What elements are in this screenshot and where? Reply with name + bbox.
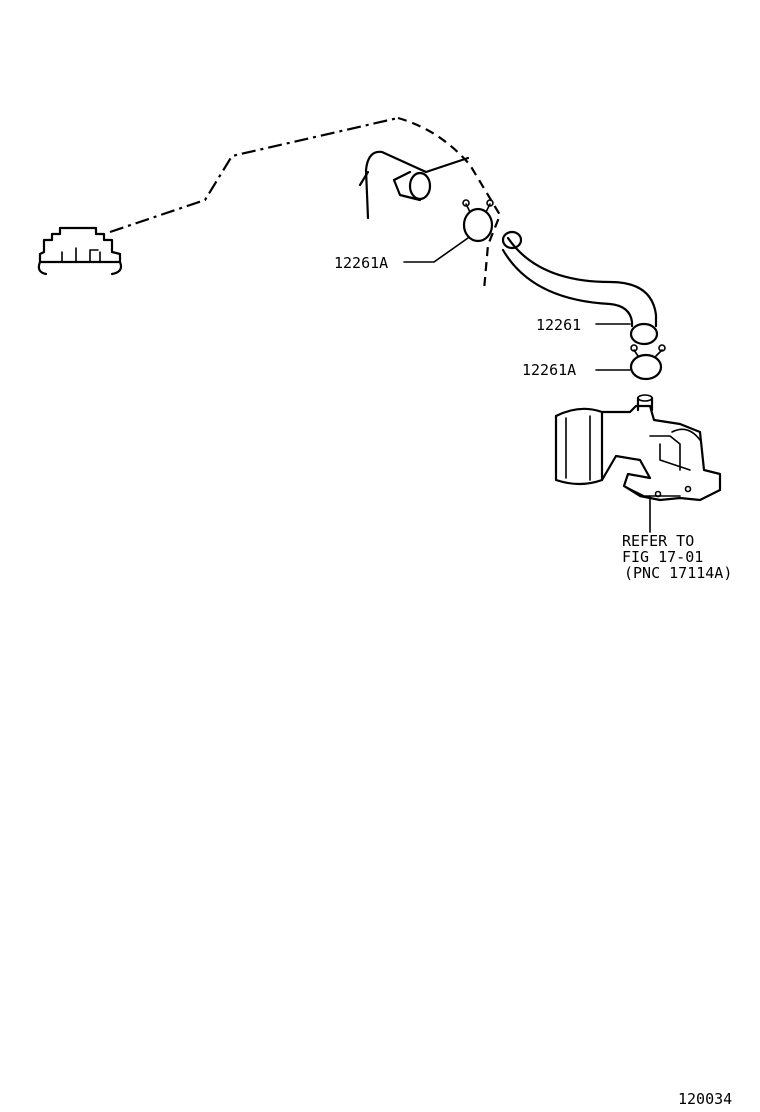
phantom-line: [109, 116, 399, 234]
reference-line-3: (PNC 17114A): [624, 564, 732, 582]
lower-hose-clamp: [629, 344, 666, 381]
radiator-hose: [501, 230, 659, 346]
leader-upper-clamp: [403, 237, 469, 263]
callout-12261A-upper: 12261A: [334, 254, 388, 272]
reference-line-1: REFER TO: [622, 532, 694, 550]
engine-outline: [397, 116, 502, 291]
radiator-cap: [37, 226, 123, 276]
callout-12261: 12261: [536, 316, 581, 334]
reference-line-2: FIG 17-01: [622, 548, 703, 566]
reference-note: REFER TO FIG 17-01 (PNC 17114A): [622, 532, 732, 582]
water-inlet-housing: [554, 394, 722, 502]
callout-12261A-lower: 12261A: [522, 361, 576, 379]
water-outlet-pipe: [358, 150, 470, 220]
diagram-number: 120034: [678, 1090, 732, 1108]
upper-hose-clamp: [462, 199, 494, 243]
